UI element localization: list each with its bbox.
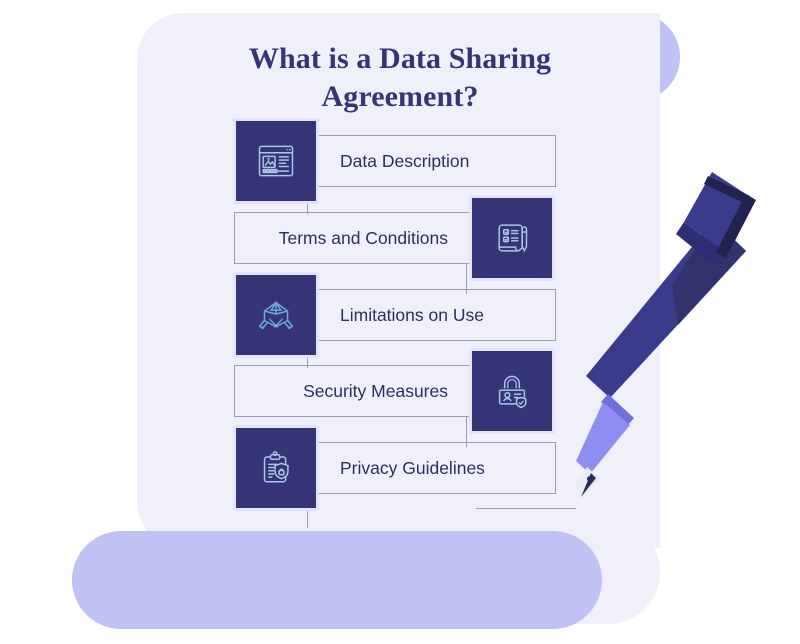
list-item[interactable]: Terms and Conditions bbox=[234, 198, 552, 278]
page-title-line-2: Agreement? bbox=[321, 80, 479, 114]
restricted-shield-icon bbox=[253, 292, 299, 338]
list-item-frame: Terms and Conditions bbox=[234, 212, 506, 264]
list-item-icon-tile[interactable] bbox=[472, 351, 552, 431]
list-item-frame: Privacy Guidelines bbox=[282, 442, 556, 494]
pen-cap-shadow bbox=[676, 222, 728, 268]
list-item-icon-tile[interactable] bbox=[236, 275, 316, 355]
checklist-pen-icon bbox=[490, 216, 534, 260]
pen-cap bbox=[684, 172, 752, 254]
list-item-frame: Limitations on Use bbox=[282, 289, 556, 341]
page-title-line-1: What is a Data Sharing bbox=[248, 42, 552, 75]
padlock-id-shield-icon bbox=[490, 369, 534, 413]
clipboard-shield-lock-icon bbox=[254, 446, 298, 490]
pen-cap-band bbox=[704, 176, 750, 204]
list-item-icon-tile[interactable] bbox=[472, 198, 552, 278]
list-item-label: Limitations on Use bbox=[332, 304, 492, 326]
list-item-frame: Data Description bbox=[282, 135, 556, 187]
webpage-document-icon bbox=[254, 139, 298, 183]
list-item-label: Security Measures bbox=[295, 380, 456, 402]
pen-barrel-shadow bbox=[672, 220, 746, 325]
list-item[interactable]: Limitations on Use bbox=[236, 275, 556, 355]
scroll-bottom-curl-icon bbox=[72, 531, 602, 629]
list-item-label: Data Description bbox=[332, 150, 478, 172]
list-item-icon-tile[interactable] bbox=[236, 121, 316, 201]
list-item-label: Privacy Guidelines bbox=[332, 457, 493, 479]
list-item-icon-tile[interactable] bbox=[236, 428, 316, 508]
pen-clip bbox=[716, 194, 756, 258]
page-title: What is a Data Sharing Agreement? bbox=[190, 40, 610, 116]
list-item[interactable]: Security Measures bbox=[234, 351, 552, 431]
list-item-frame: Security Measures bbox=[234, 365, 506, 417]
list-item[interactable]: Privacy Guidelines bbox=[236, 428, 556, 508]
list-item[interactable]: Data Description bbox=[236, 121, 556, 201]
list-item-label: Terms and Conditions bbox=[270, 227, 456, 249]
